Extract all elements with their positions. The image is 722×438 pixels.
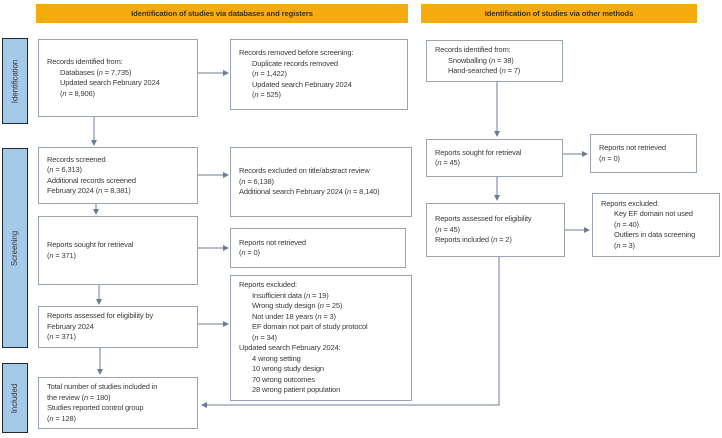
box-line: EF domain not part of study protocol [252,322,368,332]
box-line: (n = 525) [252,90,281,100]
box-records-screened: Records screened (n = 6,313) Additional … [38,147,198,204]
box-line: Updated search February 2024: [239,343,341,353]
box-line: (n = 40) [614,219,639,229]
box-line: Outliers in data screening [614,230,696,240]
box-line: Updated search February 2024 [60,78,160,87]
box-line: the review (n = 180) [47,392,111,402]
box-total-studies-included: Total number of studies included in the … [38,377,198,429]
box-reports-sought-other: Reports sought for retrieval (n = 45) [426,139,563,177]
box-line: Snowballing (n = 38) [448,55,514,65]
box-line: (n = 128) [47,413,76,423]
box-reports-not-retrieved-other: Reports not retrieved (n = 0) [590,134,697,173]
box-line: Reports included (n = 2) [435,235,512,245]
stage-included: Included [2,363,28,433]
box-line: Records identified from: [435,45,511,55]
box-line: Reports not retrieved [599,143,666,152]
box-line: (n = 1,422) [252,69,287,79]
header-other-methods: Identification of studies via other meth… [421,4,697,23]
box-line: Records excluded on title/abstract revie… [239,166,370,176]
stage-identification-label: Identification [10,59,20,103]
box-line: Duplicate records removed [252,58,338,68]
box-line: Insufficient data (n = 19) [252,290,329,300]
box-line: Reports sought for retrieval [47,240,134,249]
box-records-removed-before-screening: Records removed before screening: Duplic… [230,39,408,110]
box-reports-assessed-other: Reports assessed for eligibility (n = 45… [426,203,565,257]
box-records-identified-databases: Records identified from: Databases (n = … [38,39,198,117]
box-line: February 2024 (n = 8,381) [47,186,131,195]
box-line: Reports sought for retrieval [435,147,522,157]
box-line: (n = 8,906) [60,88,95,98]
box-reports-not-retrieved-databases: Reports not retrieved (n = 0) [230,228,406,268]
box-line: Not under 18 years (n = 3) [252,311,336,321]
box-line: Additional search February 2024 (n = 8,1… [239,187,380,197]
box-line: (n = 6,313) [47,165,82,174]
header-other-label: Identification of studies via other meth… [484,9,634,18]
box-line: Updated search February 2024 [252,79,352,89]
stage-included-label: Included [10,383,20,413]
box-line: February 2024 [47,321,94,331]
box-line: Reports assessed for eligibility [435,214,532,224]
box-reports-excluded-other: Reports excluded: Key EF domain not used… [592,193,720,257]
box-line: 10 wrong study design [252,364,324,374]
box-line: Additional records screened [47,175,136,185]
box-line: (n = 0) [239,248,260,257]
stage-screening-label: Screening [10,230,20,266]
box-line: Reports assessed for eligibility by [47,311,154,321]
box-reports-assessed-databases: Reports assessed for eligibility by Febr… [38,306,198,348]
box-line: (n = 3) [614,240,635,250]
header-databases-label: Identification of studies via databases … [131,9,313,18]
header-databases-registers: Identification of studies via databases … [36,4,408,23]
box-line: Records identified from: [47,57,123,66]
stage-screening: Screening [2,148,28,348]
box-line: Key EF domain not used [614,209,693,219]
box-reports-sought-databases: Reports sought for retrieval (n = 371) [38,216,198,285]
box-line: (n = 45) [435,158,460,167]
box-line: Records screened [47,154,106,164]
box-line: Databases (n = 7,735) [60,67,132,77]
box-line: 70 wrong outcomes [252,374,315,384]
box-line: Studies reported control group [47,403,144,412]
box-line: (n = 371) [47,332,76,342]
box-records-excluded-title-abstract: Records excluded on title/abstract revie… [230,147,412,217]
box-line: 4 wrong setting [252,353,301,363]
box-line: Reports not retrieved [239,237,306,247]
box-line: Total number of studies included in [47,382,158,391]
box-line: (n = 371) [47,250,76,260]
box-line: Records removed before screening: [239,48,354,58]
box-line: (n = 34) [252,332,277,342]
box-line: (n = 6,138) [239,176,274,186]
box-records-identified-other: Records identified from: Snowballing (n … [426,40,563,82]
box-line: Reports excluded: [601,198,659,208]
box-line: Hand-searched (n = 7) [448,66,521,76]
box-line: Reports excluded: [239,280,297,290]
box-line: 28 wrong patient population [252,385,341,395]
box-line: (n = 45) [435,224,460,234]
box-reports-excluded-databases: Reports excluded: Insufficient data (n =… [230,275,412,401]
box-line: Wrong study design (n = 25) [252,301,343,311]
box-line: (n = 0) [599,153,620,163]
stage-identification: Identification [2,38,28,124]
